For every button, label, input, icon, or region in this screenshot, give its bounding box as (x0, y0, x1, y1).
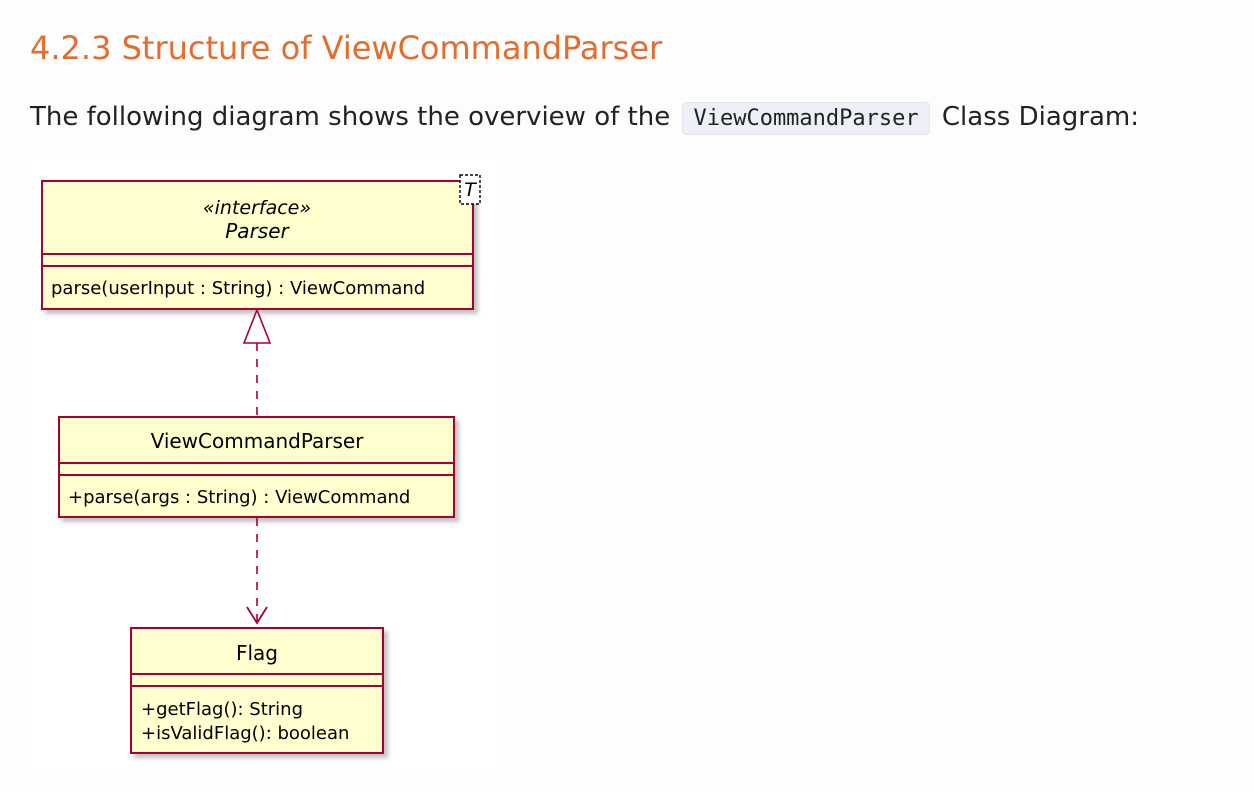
view-command-parser-method: +parse(args : String) : ViewCommand (68, 487, 410, 508)
flag-method-is-valid-flag: +isValidFlag(): boolean (141, 723, 349, 744)
parser-interface-box: «interface» Parser parse(userInput : Str… (41, 174, 481, 310)
class-diagram: «interface» Parser parse(userInput : Str… (30, 158, 498, 770)
parser-class-name: Parser (225, 219, 290, 243)
class-diagram-svg: «interface» Parser parse(userInput : Str… (41, 174, 481, 754)
intro-text-after: Class Diagram: (941, 102, 1139, 132)
parser-box-rect (41, 180, 474, 310)
intro-inline-code: ViewCommandParser (682, 102, 930, 135)
realization-arrow (242, 307, 272, 416)
realization-hollow-arrowhead (242, 307, 272, 344)
intro-paragraph: The following diagram shows the overview… (30, 96, 1139, 140)
flag-method-get-flag: +getFlag(): String (141, 699, 303, 720)
dependency-open-arrowhead (246, 606, 268, 625)
view-command-parser-box: ViewCommandParser +parse(args : String) … (58, 416, 455, 518)
section-heading: 4.2.3 Structure of ViewCommandParser (30, 29, 663, 67)
view-command-parser-rect (58, 416, 455, 518)
dependency-arrow (246, 518, 268, 625)
parser-stereotype: «interface» (203, 197, 311, 219)
view-command-parser-name: ViewCommandParser (151, 429, 365, 453)
flag-class-name: Flag (236, 641, 278, 665)
parser-method: parse(userInput : String) : ViewCommand (51, 278, 425, 299)
flag-rect (130, 627, 384, 754)
flag-box: Flag +getFlag(): String +isValidFlag(): … (130, 627, 384, 754)
type-parameter-tag (459, 174, 481, 205)
type-parameter-label: T (464, 179, 477, 201)
intro-text-before: The following diagram shows the overview… (30, 102, 671, 132)
